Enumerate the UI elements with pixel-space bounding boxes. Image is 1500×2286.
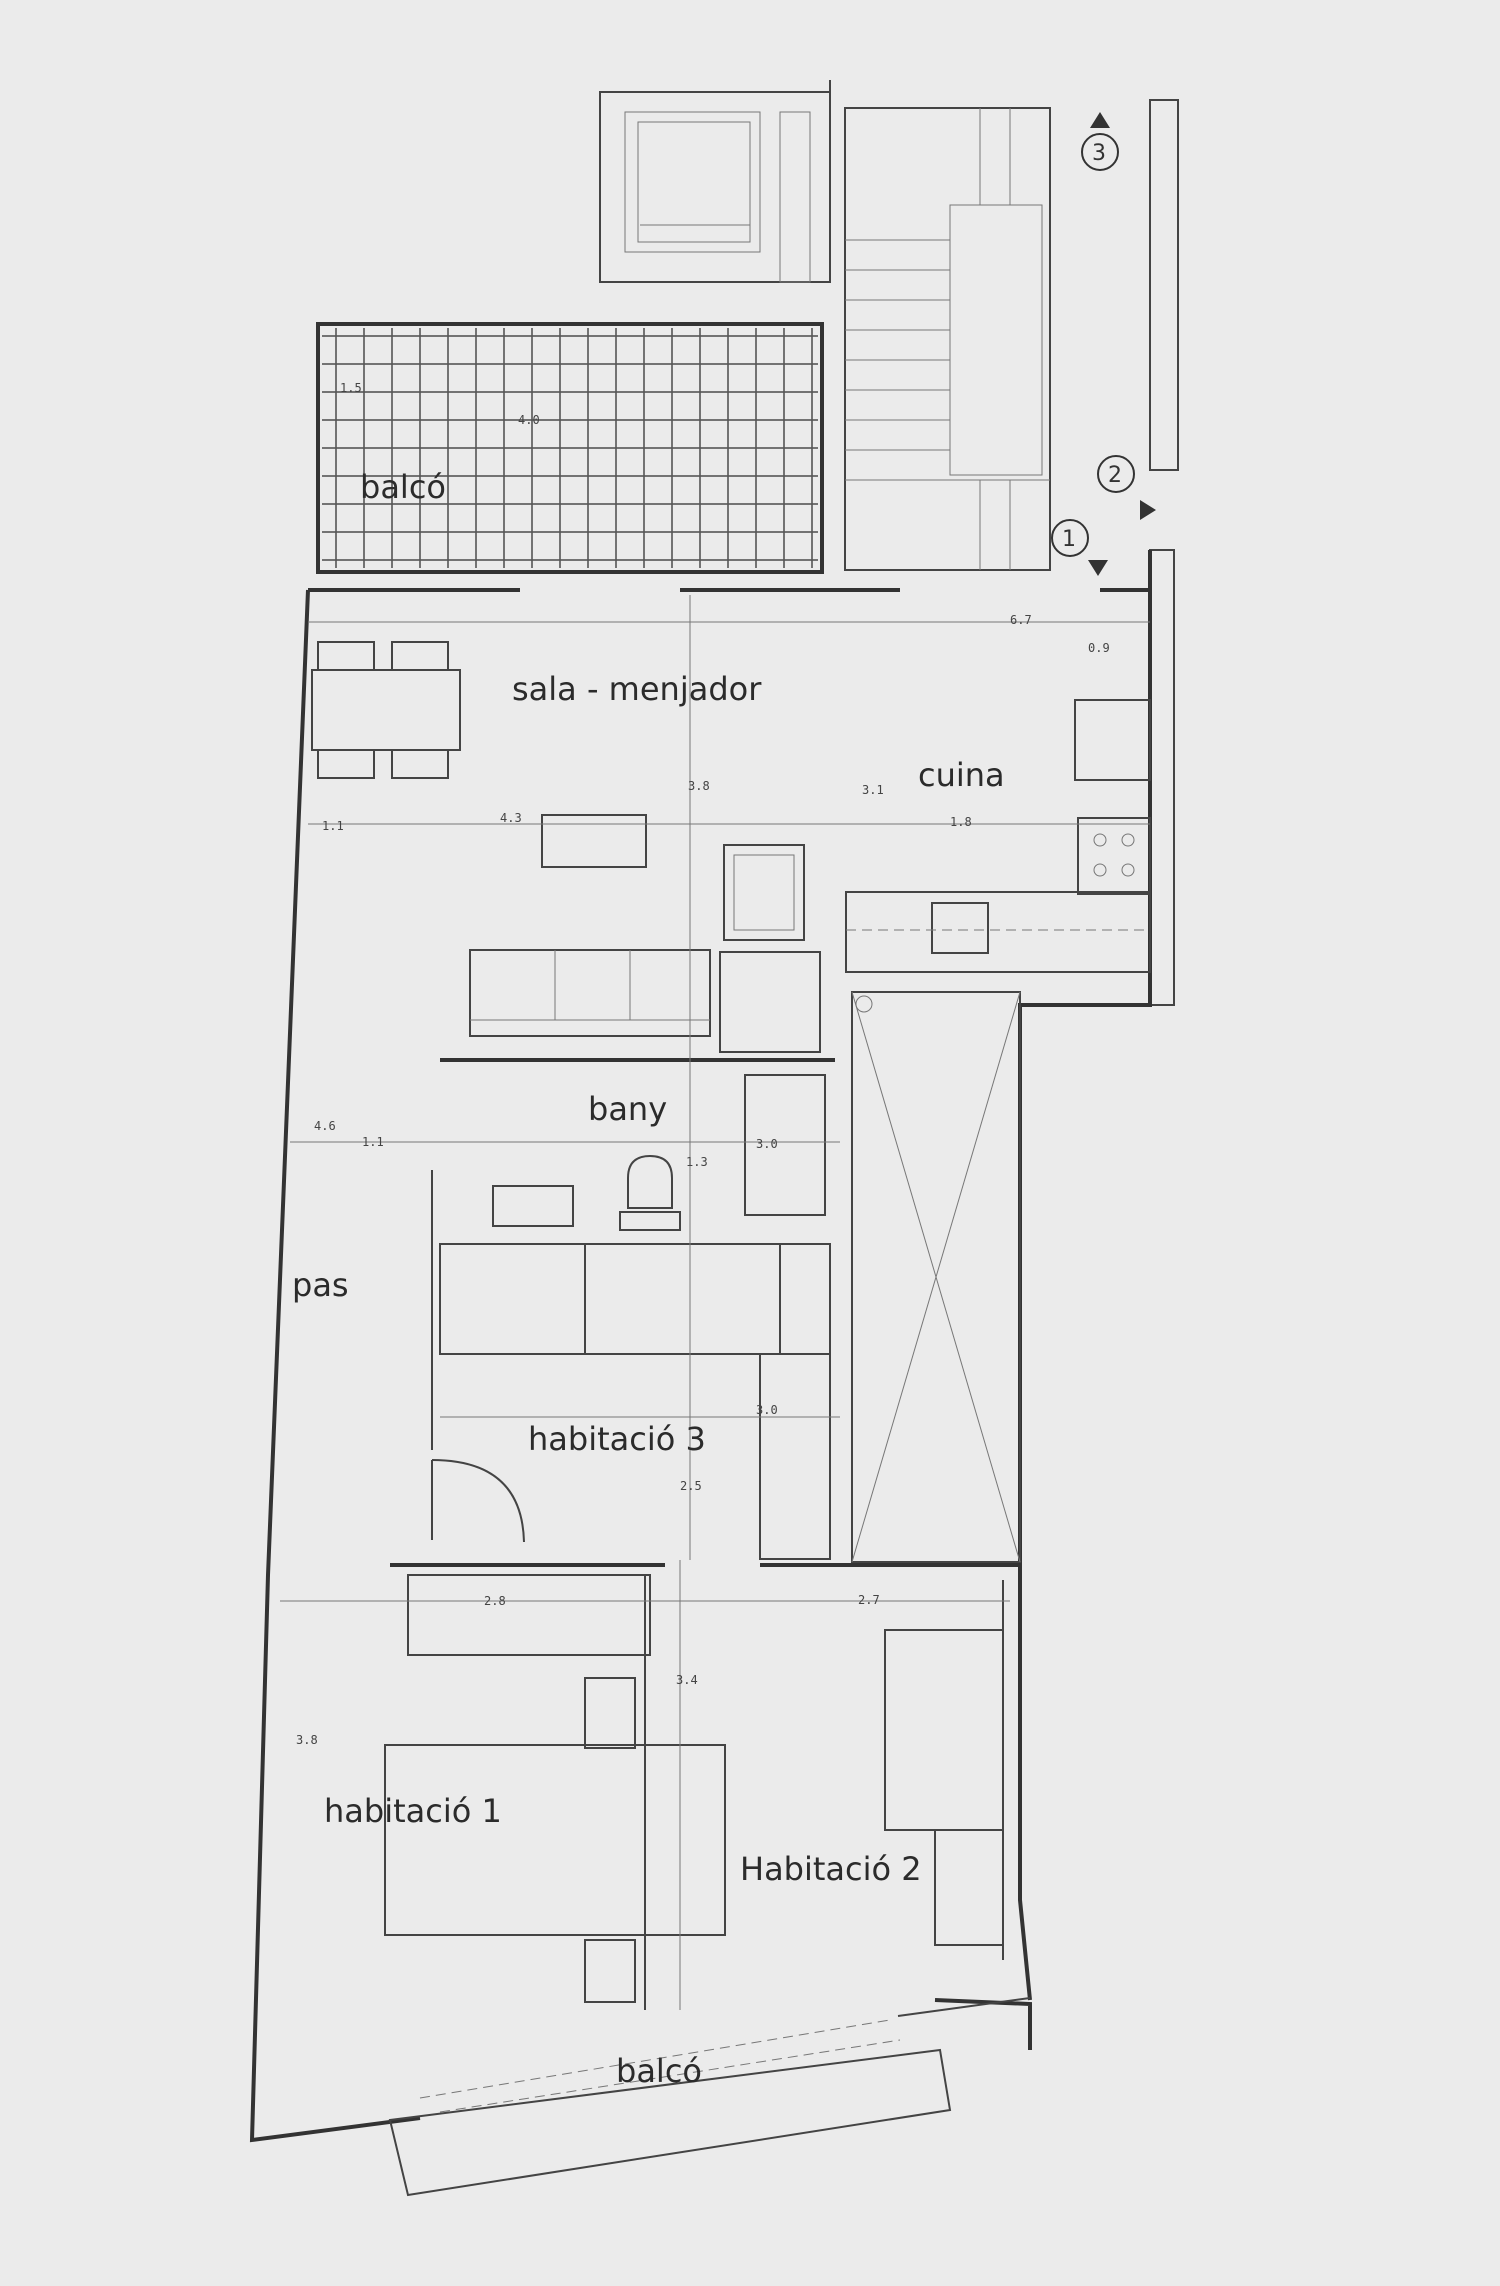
dim-cuina-width: 1.8 (950, 815, 972, 829)
dim-cuina-height: 3.1 (862, 783, 884, 797)
dim-entry: 0.9 (1088, 641, 1110, 655)
room-label-habitacio1: habitació 1 (324, 1792, 502, 1830)
room-label-balco-top: balcó (360, 468, 446, 506)
room-label-habitacio3: habitació 3 (528, 1420, 706, 1458)
room-label-habitacio2: Habitació 2 (740, 1850, 922, 1888)
top-balcony (316, 322, 824, 574)
bedroom1-furniture (384, 1574, 726, 2010)
room-label-pas: pas (292, 1266, 349, 1304)
sofa (469, 949, 711, 1037)
bottom-balcony (388, 2019, 952, 2197)
room-label-sala-menjador: sala - menjador (512, 670, 762, 708)
dim-hab3-width: 3.0 (756, 1403, 778, 1417)
dining-table (311, 641, 461, 779)
dim-hab1-width: 2.8 (484, 1594, 506, 1608)
room-label-balco-bottom: balcó (616, 2052, 702, 2090)
dim-sala-height: 3.8 (688, 779, 710, 793)
dim-hab3-height: 2.5 (680, 1479, 702, 1493)
svg-text:3: 3 (1092, 141, 1106, 166)
dim-pas-width: 1.1 (362, 1135, 384, 1149)
dim-pas-length: 4.6 (314, 1119, 336, 1133)
marker-1: 1 (1051, 519, 1108, 576)
dim-hab2-width: 2.7 (858, 1593, 880, 1607)
light-well (851, 991, 1021, 1563)
dim-sala-side: 1.1 (322, 819, 344, 833)
room-label-cuina: cuina (918, 756, 1005, 794)
bedroom2-furniture (884, 1580, 1004, 1960)
dim-balco-height: 1.5 (340, 381, 362, 395)
armchair (723, 844, 805, 941)
dim-sala-width: 4.3 (500, 811, 522, 825)
dim-hab2-height: 3.4 (676, 1673, 698, 1687)
marker-3: 3 (1081, 112, 1119, 171)
svg-text:2: 2 (1108, 463, 1122, 488)
marker-2: 2 (1097, 455, 1156, 520)
svg-text:1: 1 (1062, 527, 1076, 552)
kitchen-counter (845, 699, 1151, 973)
dim-hab1-height: 3.8 (296, 1733, 318, 1747)
dimension-lines (280, 595, 1150, 2010)
bedroom3-furniture (390, 1170, 1020, 1567)
dim-bany-height: 1.3 (686, 1155, 708, 1169)
coffee-table (541, 814, 647, 868)
dim-total-width: 6.7 (1010, 613, 1032, 627)
upper-terrace (599, 91, 831, 283)
dim-bany-width: 3.0 (756, 1137, 778, 1151)
side-table (719, 951, 821, 1053)
dim-balco-width: 4.0 (518, 413, 540, 427)
room-label-bany: bany (588, 1090, 667, 1128)
staircase (829, 80, 1051, 571)
bathroom-fixtures (440, 1058, 835, 1231)
